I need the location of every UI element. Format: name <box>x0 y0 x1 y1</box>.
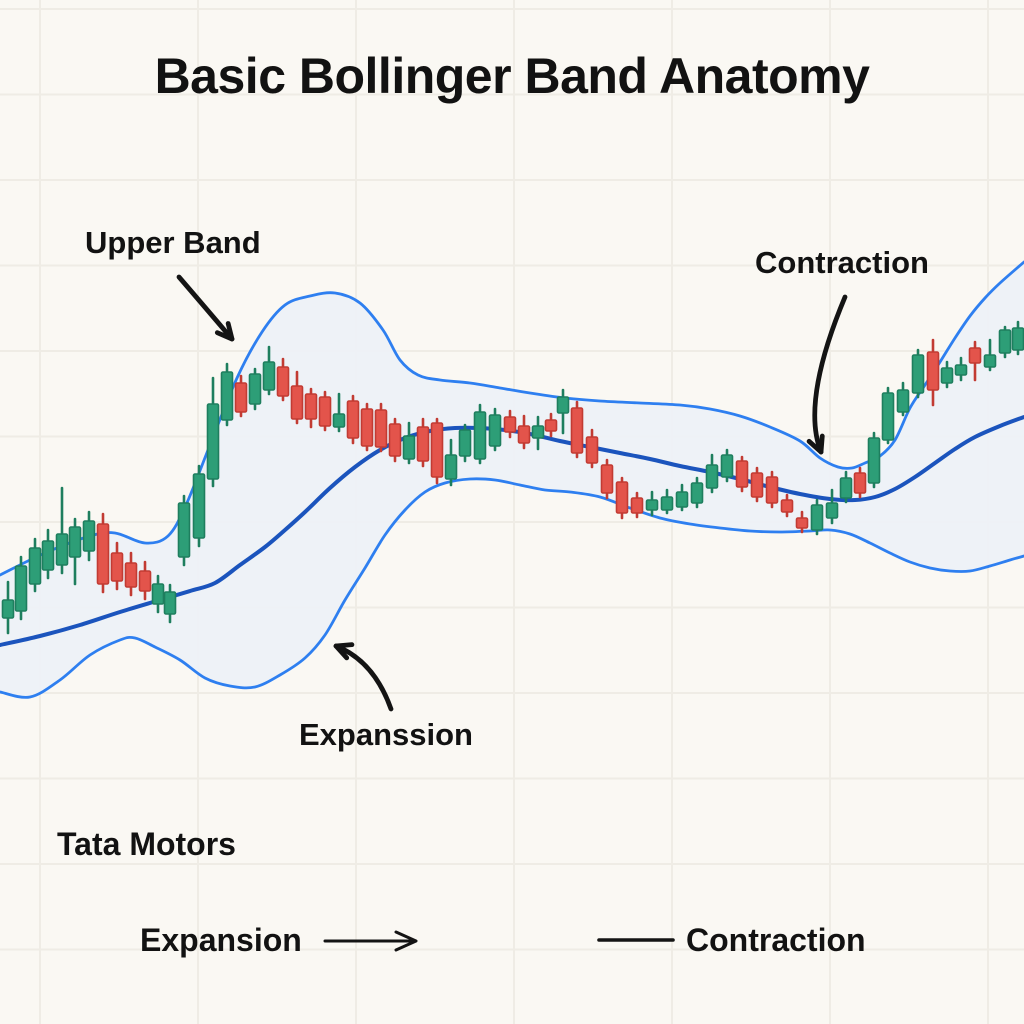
candle-down <box>276 357 290 402</box>
candle-up <box>206 376 220 488</box>
candle-down <box>430 417 444 485</box>
candle-up <box>444 438 458 487</box>
candle-up <box>458 423 472 463</box>
candle-down <box>503 409 517 439</box>
candle-up <box>867 431 881 489</box>
candle-up <box>163 583 177 624</box>
legend-expansion-label: Expansion <box>140 922 302 958</box>
candle-down <box>968 340 982 382</box>
candle-up <box>531 415 545 451</box>
candle-up <box>690 476 704 509</box>
candle-up <box>839 470 853 504</box>
candle-up <box>896 381 910 417</box>
candle-down <box>138 560 152 601</box>
candle-down <box>630 491 644 519</box>
candle-up <box>645 490 659 517</box>
expansion-label: Expanssion <box>299 717 473 752</box>
candle-down <box>585 428 599 469</box>
candle-down <box>290 370 304 425</box>
legend-contraction-label: Contraction <box>686 922 866 958</box>
candle-up <box>82 510 96 562</box>
candle-up <box>940 360 954 389</box>
candle-up <box>402 421 416 465</box>
candle-up <box>675 483 689 512</box>
candle-up <box>488 407 502 452</box>
candle-up <box>825 488 839 525</box>
candle-down <box>853 466 867 499</box>
candle-up <box>177 494 191 567</box>
candle-up <box>68 517 82 586</box>
candle-up <box>911 348 925 399</box>
ticker-label: Tata Motors <box>57 826 236 862</box>
candle-down <box>517 414 531 450</box>
candle-up <box>262 345 276 396</box>
candle-up <box>248 367 262 411</box>
candle-up <box>1 580 15 635</box>
candle-up <box>998 325 1012 359</box>
candle-down <box>735 455 749 493</box>
candle-up <box>1011 320 1024 356</box>
candle-down <box>615 476 629 520</box>
candle-down <box>570 400 584 459</box>
candle-down <box>750 466 764 503</box>
candle-up <box>55 486 69 575</box>
candle-down <box>110 541 124 591</box>
candle-up <box>220 362 234 427</box>
candle-down <box>416 417 430 468</box>
candle-down <box>600 458 614 500</box>
line-sample-icon <box>597 938 675 942</box>
candle-up <box>660 488 674 515</box>
candle-up <box>14 555 28 621</box>
right-arrow-icon <box>323 930 418 952</box>
candle-up <box>332 392 346 433</box>
candle-up <box>192 464 206 548</box>
candle-up <box>720 448 734 483</box>
lower-band-line <box>0 477 1024 699</box>
candle-down <box>360 402 374 452</box>
candle-down <box>318 390 332 432</box>
candle-up <box>151 574 165 614</box>
contraction-label: Contraction <box>755 245 929 280</box>
candle-down <box>304 387 318 429</box>
annotation-arrows <box>176 274 848 712</box>
upper-band-label: Upper Band <box>85 225 261 260</box>
candle-down <box>544 412 558 438</box>
candle-up <box>473 403 487 465</box>
page-title: Basic Bollinger Band Anatomy <box>154 48 870 104</box>
candle-up <box>556 388 570 435</box>
candle-down <box>795 510 809 534</box>
candle-up <box>28 537 42 593</box>
candle-up <box>810 498 824 536</box>
candle-down <box>234 374 248 418</box>
candle-down <box>374 402 388 453</box>
candle-up <box>705 453 719 494</box>
candle-down <box>388 417 402 463</box>
candle-up <box>983 338 997 372</box>
candle-down <box>96 512 110 594</box>
candle-up <box>41 528 55 580</box>
candle-down <box>765 470 779 509</box>
candle-up <box>881 386 895 445</box>
candle-down <box>124 551 138 597</box>
candle-down <box>780 493 794 518</box>
candle-down <box>346 394 360 445</box>
candle-down <box>926 338 940 407</box>
candles-layer <box>1 320 1024 635</box>
candle-up <box>954 356 968 382</box>
